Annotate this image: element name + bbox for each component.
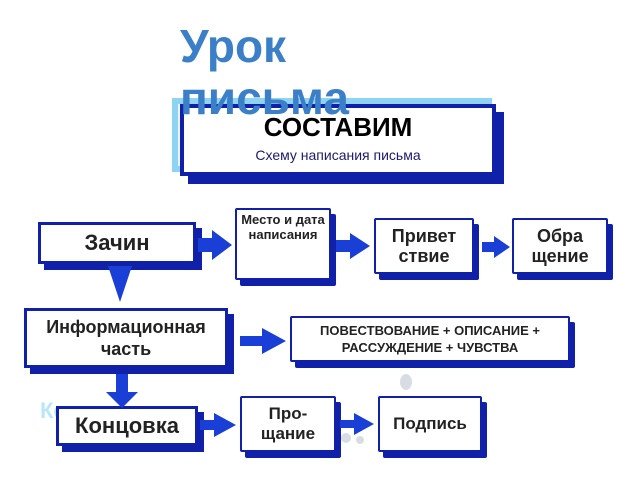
decor-dot	[341, 433, 351, 443]
node-info: Информационная часть	[24, 308, 228, 368]
decor-shape	[400, 374, 412, 390]
arrow-koncovka-proshanie	[200, 413, 236, 437]
arrow-mesto-privet	[336, 233, 370, 259]
header-sub-text: Схему написания письма	[255, 147, 421, 163]
node-podpis: Подпись	[378, 396, 482, 452]
arrow-info-povest	[240, 328, 286, 354]
header-main-text: СОСТАВИМ	[263, 112, 413, 142]
arrow-info-koncovka	[106, 374, 138, 408]
arrow-zachin-mesto	[198, 230, 232, 260]
node-obrash: Обра щение	[512, 218, 608, 274]
node-koncovka: Концовка	[56, 406, 198, 446]
node-povest: ПОВЕСТВОВАНИЕ + ОПИСАНИЕ + РАССУЖДЕНИЕ +…	[290, 316, 570, 362]
header-frame: СОСТАВИМ Схему написания письма	[180, 104, 496, 176]
arrow-privet-obrash	[482, 236, 510, 258]
decor-dot	[356, 436, 364, 444]
arrow-zachin-info	[108, 266, 132, 302]
node-proshanie: Про-щание	[240, 396, 336, 452]
node-mesto: Место и дата написания	[235, 208, 331, 280]
arrow-proshanie-podpis	[340, 413, 374, 435]
lesson-title: Урок письма	[180, 20, 349, 124]
node-zachin: Зачин	[38, 222, 196, 264]
node-privet: Привет ствие	[374, 218, 474, 274]
